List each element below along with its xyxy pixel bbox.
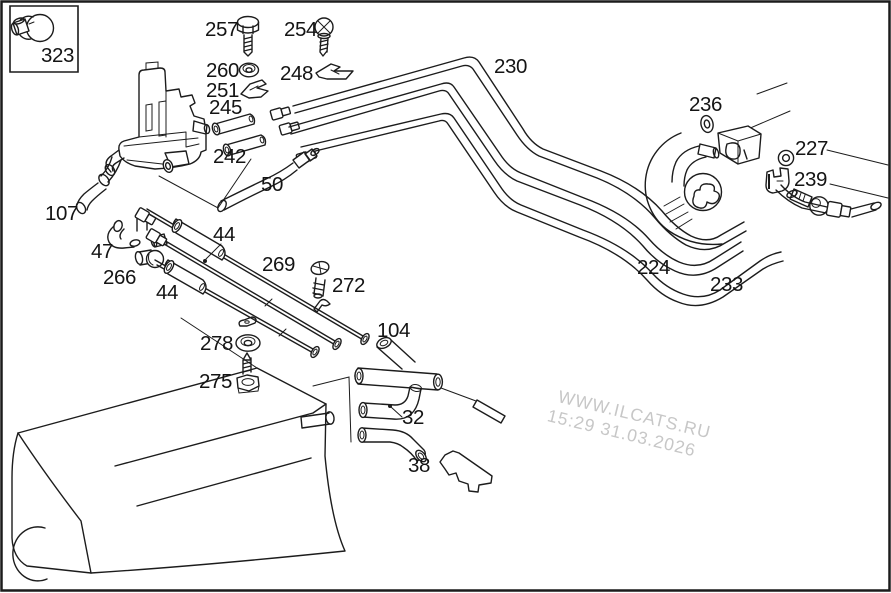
clip-251-icon (241, 80, 268, 98)
part-labels: 323 257 254 260 251 245 248 242 230 236 … (41, 18, 828, 477)
part-label-44-upper: 44 (213, 223, 235, 246)
part-label-104: 104 (377, 319, 410, 342)
hose-107-drawing (75, 157, 121, 215)
part-label-278: 278 (200, 332, 233, 355)
part-label-224: 224 (637, 256, 670, 279)
sleeve-44-upper-drawing (170, 218, 225, 260)
part-label-107: 107 (45, 202, 78, 225)
part-label-233: 233 (710, 273, 743, 296)
bracket-clip-drawing (440, 451, 492, 492)
mount-wall-edge (313, 377, 351, 442)
part-label-275: 275 (199, 370, 232, 393)
washer-278-icon (236, 335, 260, 351)
part-label-230: 230 (494, 55, 527, 78)
elbow-38-drawing (358, 428, 428, 464)
part-label-272: 272 (332, 274, 365, 297)
leader-dot-44 (203, 259, 207, 263)
pipe-set-230-drawing (289, 57, 783, 305)
part-label-239: 239 (794, 168, 827, 191)
hose-50-drawing (216, 147, 320, 213)
inset-box-323 (10, 6, 78, 72)
part-label-236: 236 (689, 93, 722, 116)
sleeve-245-drawing (211, 114, 254, 136)
reference-line (181, 318, 257, 368)
clip-248-icon (316, 64, 353, 79)
part-label-44-lower: 44 (156, 281, 178, 304)
hose-clamp-icon (10, 15, 53, 42)
part-label-251: 251 (206, 79, 239, 102)
part-label-32: 32 (402, 406, 424, 429)
sleeve-242-drawing (222, 135, 265, 157)
part-label-248: 248 (280, 62, 313, 85)
engine-hose-drawing (776, 185, 882, 219)
part-label-254: 254 (284, 18, 317, 41)
fitting-266-drawing (134, 250, 163, 268)
screw-275-icon (237, 353, 259, 393)
part-label-323: 323 (41, 44, 74, 67)
part-label-38: 38 (408, 454, 430, 477)
part-label-257: 257 (205, 18, 238, 41)
pump-pulley-drawing (645, 133, 722, 244)
pipe-clip-icons (239, 300, 330, 327)
canister-box-drawing (12, 368, 345, 581)
part-label-269: 269 (262, 253, 295, 276)
elbow-32-drawing (359, 384, 422, 419)
hex-screw-257-icon (238, 17, 259, 57)
sleeve-44-lower-drawing (162, 259, 206, 294)
leader-44-upper (206, 244, 221, 259)
watermark: WWW.ILCATS.RU 15:29 31.03.2026 (545, 386, 713, 460)
grommet-236-icon (699, 114, 714, 133)
phillips-screw-254-icon (315, 18, 333, 56)
grommet-227-icon (778, 150, 793, 165)
valve-assembly-drawing (103, 62, 210, 177)
panel-edge-lines (159, 159, 251, 208)
part-label-227: 227 (795, 137, 828, 160)
part-label-245: 245 (209, 96, 242, 119)
engine-block-drawing (718, 83, 888, 198)
tee-pipe-104-drawing (355, 335, 505, 423)
part-label-266: 266 (103, 266, 136, 289)
part-label-260: 260 (206, 59, 239, 82)
part-label-47: 47 (91, 240, 113, 263)
part-label-50: 50 (261, 173, 283, 196)
grommet-260-icon (240, 63, 259, 77)
screw-272-icon (310, 260, 330, 298)
part-label-242: 242 (213, 145, 246, 168)
